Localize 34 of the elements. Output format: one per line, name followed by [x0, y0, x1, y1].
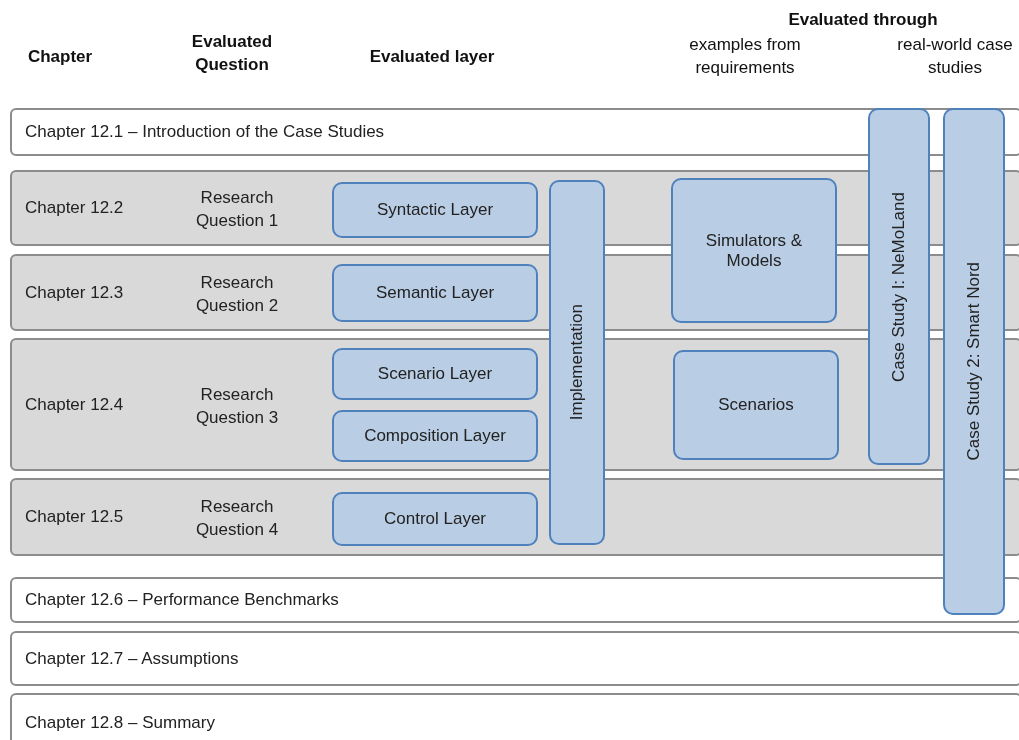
chapter-label: Chapter 12.8 – Summary [25, 713, 215, 733]
evaluation-box: Simulators & Models [671, 178, 837, 323]
bar-label: Implementation [567, 304, 587, 421]
bar-label: Case Study 2: Smart Nord [964, 262, 984, 461]
case-study-bar [943, 108, 1005, 615]
chapter-label: Chapter 12.7 – Assumptions [25, 648, 239, 669]
research-question-label: Research Question 2 [194, 271, 280, 317]
chapter-row [10, 693, 1019, 740]
chapter-row [10, 631, 1019, 686]
implementation-bar [549, 180, 605, 545]
column-header: Evaluated layer [368, 46, 496, 68]
research-question-label: Research Question 1 [194, 187, 280, 232]
column-header: real-world case studies [896, 34, 1014, 79]
chapter-label: Chapter 12.6 – Performance Benchmarks [25, 590, 339, 610]
layer-box: Semantic Layer [332, 264, 538, 322]
chapter-row [10, 577, 1019, 623]
chapter-label: Chapter 12.4 [25, 394, 124, 415]
bar-label: Case Study I: NeMoLand [889, 191, 909, 382]
layer-box: Scenario Layer [332, 348, 538, 400]
chapter-label: Chapter 12.2 [25, 198, 124, 218]
chapter-label: Chapter 12.1 – Introduction of the Case Studies [25, 122, 385, 142]
chapter-label: Chapter 12.3 [25, 282, 124, 303]
column-header: Evaluated Question [190, 31, 274, 76]
layer-box: Composition Layer [332, 410, 538, 462]
column-header: Evaluated through [787, 9, 939, 31]
layer-box: Control Layer [332, 492, 538, 546]
case-study-bar [868, 108, 930, 465]
research-question-label: Research Question 4 [194, 496, 280, 541]
research-question-label: Research Question 3 [194, 383, 280, 429]
column-header: examples from requirements [688, 34, 802, 79]
layer-box: Syntactic Layer [332, 182, 538, 238]
chapter-label: Chapter 12.5 [25, 507, 124, 527]
column-header: Chapter [26, 46, 94, 68]
evaluation-box: Scenarios [673, 350, 839, 460]
